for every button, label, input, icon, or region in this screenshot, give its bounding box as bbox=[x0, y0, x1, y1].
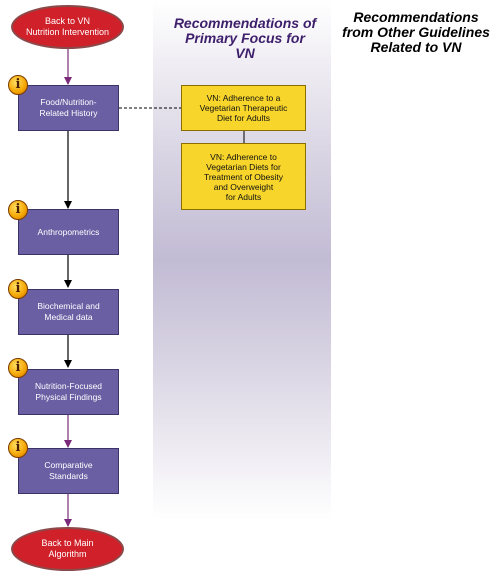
step-label-line: Related History bbox=[39, 108, 98, 118]
step-nutrition-focused-physical-findings[interactable]: Nutrition-Focused Physical Findings bbox=[18, 369, 119, 415]
step-biochemical-medical-data[interactable]: Biochemical and Medical data bbox=[18, 289, 119, 335]
step-label-line: Biochemical and bbox=[37, 301, 100, 311]
info-icon[interactable]: i bbox=[8, 75, 28, 95]
step-comparative-standards[interactable]: Comparative Standards bbox=[18, 448, 119, 494]
recommendation-label-line: and Overweight bbox=[213, 181, 274, 192]
step-label-line: Physical Findings bbox=[35, 392, 102, 402]
recommendation-label-line: VN: Adherence to bbox=[210, 151, 277, 162]
recommendation-vegetarian-obesity-overweight[interactable]: VN: Adherence to Vegetarian Diets for Tr… bbox=[181, 143, 306, 210]
other-guidelines-header-line: from Other Guidelines bbox=[342, 24, 490, 40]
step-food-nutrition-history[interactable]: Food/Nutrition- Related History bbox=[18, 85, 119, 131]
terminal-label-line: Back to Main bbox=[41, 538, 94, 548]
recommendation-label-line: Vegetarian Diets for bbox=[206, 161, 281, 172]
primary-focus-header: Recommendations of Primary Focus for VN bbox=[160, 16, 330, 61]
back-to-main-algorithm-button[interactable]: Back to Main Algorithm bbox=[11, 527, 124, 571]
primary-focus-header-line: Recommendations of bbox=[173, 15, 317, 31]
info-icon[interactable]: i bbox=[8, 438, 28, 458]
recommendation-vegetarian-therapeutic-diet[interactable]: VN: Adherence to a Vegetarian Therapeuti… bbox=[181, 85, 306, 131]
info-icon[interactable]: i bbox=[8, 358, 28, 378]
back-to-nutrition-intervention-button[interactable]: Back to VN Nutrition Intervention bbox=[11, 5, 124, 49]
step-label-line: Medical data bbox=[44, 312, 93, 322]
recommendation-label-line: Treatment of Obesity bbox=[203, 171, 284, 182]
step-label-line: Anthropometrics bbox=[37, 226, 100, 237]
step-label-line: Comparative bbox=[44, 460, 93, 470]
recommendation-label-line: for Adults bbox=[225, 191, 262, 202]
primary-focus-header-line: Primary Focus for bbox=[185, 30, 305, 46]
terminal-label-line: Back to VN bbox=[44, 16, 91, 26]
recommendation-label-line: VN: Adherence to a bbox=[206, 93, 281, 103]
step-label-line: Standards bbox=[49, 471, 88, 481]
other-guidelines-header-line: Related to VN bbox=[370, 39, 462, 55]
step-anthropometrics[interactable]: Anthropometrics bbox=[18, 209, 119, 255]
other-guidelines-header-line: Recommendations bbox=[353, 9, 479, 25]
info-icon[interactable]: i bbox=[8, 279, 28, 299]
step-label-line: Nutrition-Focused bbox=[34, 381, 103, 391]
step-label-line: Food/Nutrition- bbox=[40, 97, 97, 107]
primary-focus-header-line: VN bbox=[235, 45, 255, 61]
other-guidelines-header: Recommendations from Other Guidelines Re… bbox=[336, 10, 496, 55]
terminal-label-line: Nutrition Intervention bbox=[25, 27, 110, 37]
terminal-label-line: Algorithm bbox=[48, 549, 87, 559]
recommendation-label-line: Diet for Adults bbox=[217, 113, 270, 123]
recommendation-label-line: Vegetarian Therapeutic bbox=[199, 103, 288, 113]
info-icon[interactable]: i bbox=[8, 200, 28, 220]
